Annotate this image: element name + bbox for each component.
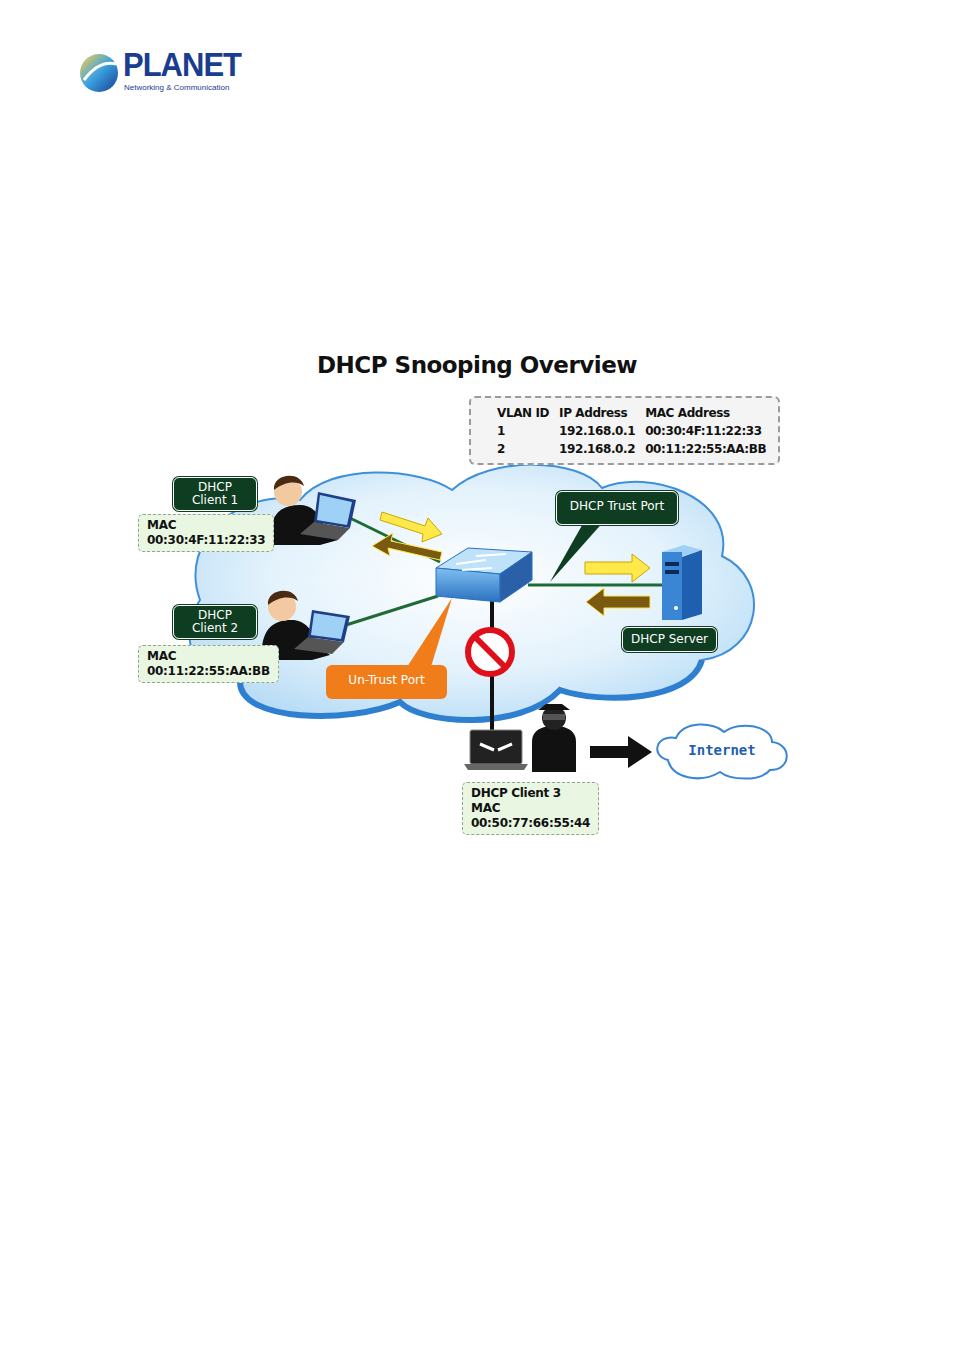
mac-box: MAC00:11:22:55:AA:BB [138, 645, 279, 683]
node-text: 00:50:77:66:55:44 [471, 816, 590, 831]
flow-arrow [586, 588, 650, 616]
switch-icon [436, 548, 532, 602]
logo-text: PLANET [123, 47, 241, 85]
server-icon [662, 545, 702, 620]
table-cell: VLAN ID [497, 406, 549, 421]
wire [528, 584, 662, 587]
client-label: DHCP Client 1 [173, 477, 257, 511]
table-cell: 192.168.0.1 [559, 424, 635, 439]
callout-tail [405, 598, 452, 670]
binding-table: VLAN ID IP Address MAC Address 1 192.168.0.1… [469, 396, 780, 465]
table-cell: 192.168.0.2 [559, 442, 635, 457]
node-text: Un-Trust Port [336, 673, 437, 687]
flow-arrow [585, 554, 650, 582]
logo-globe [80, 54, 118, 92]
mac-box: MAC00:30:4F:11:22:33 [138, 514, 274, 552]
diagram-title: DHCP Snooping Overview [0, 352, 954, 378]
logo-subtitle: Networking & Communication [124, 83, 229, 92]
table-cell: 00:11:22:55:AA:BB [645, 442, 766, 457]
user-icon [270, 476, 356, 545]
block-symbol [468, 630, 512, 674]
wire [346, 596, 438, 625]
node-text: Internet [686, 742, 758, 758]
node-text: DHCP Server [631, 633, 708, 646]
attack-arrow [590, 736, 652, 768]
node-text: DHCP Client 3 [471, 786, 590, 801]
attacker-icon [464, 704, 576, 772]
node-text: MAC [147, 649, 270, 664]
node-text: MAC [147, 518, 265, 533]
attacker-box: DHCP Client 3MAC00:50:77:66:55:44 [462, 782, 599, 835]
table-cell: MAC Address [645, 406, 766, 421]
client-label: DHCP Client 2 [173, 605, 257, 639]
internet-cloud: Internet [672, 732, 772, 768]
table-cell: 2 [497, 442, 549, 457]
node-text: DHCP Trust Port [569, 500, 665, 513]
trust-port-callout: DHCP Trust Port [556, 491, 678, 525]
internet-cloud-outline [657, 724, 786, 778]
flow-arrow [372, 533, 442, 560]
node-text: MAC [471, 801, 590, 816]
node-text: DHCP Client 1 [180, 481, 250, 507]
table-cell: IP Address [559, 406, 635, 421]
untrust-port-callout: Un-Trust Port [326, 665, 447, 699]
node-text: 00:11:22:55:AA:BB [147, 664, 270, 679]
table-cell: 00:30:4F:11:22:33 [645, 424, 766, 439]
node-text: 00:30:4F:11:22:33 [147, 533, 265, 548]
node-text: DHCP Client 2 [180, 609, 250, 635]
server-label: DHCP Server [622, 627, 717, 652]
table-cell: 1 [497, 424, 549, 439]
